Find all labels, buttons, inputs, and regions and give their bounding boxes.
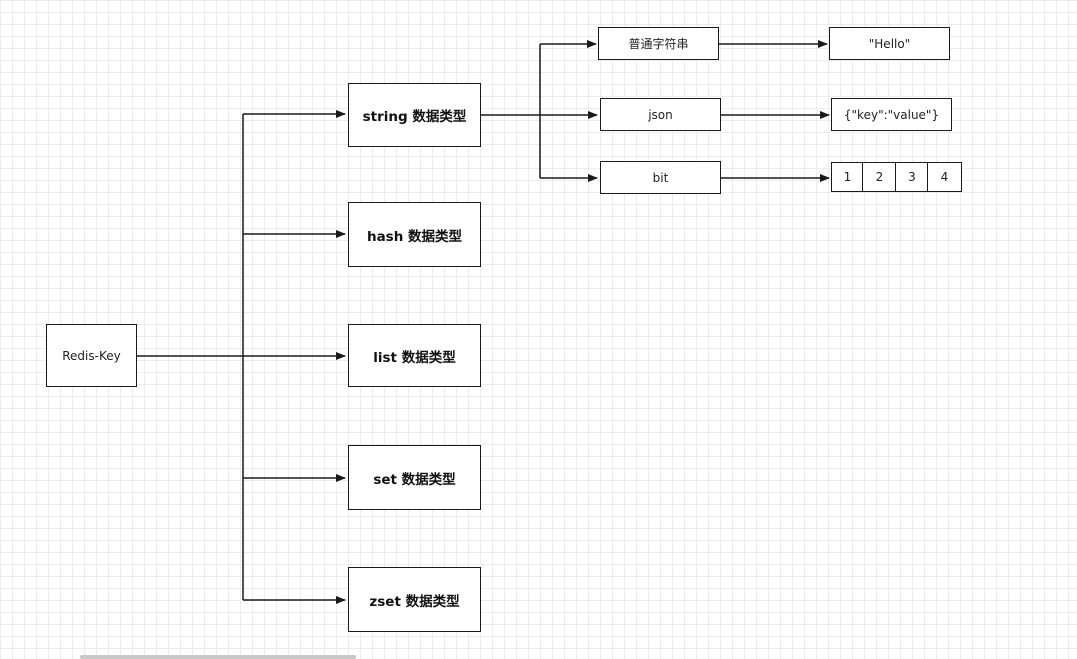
json-node[interactable]: json: [600, 98, 721, 131]
bit-cell[interactable]: 1: [831, 162, 864, 192]
bit-cell[interactable]: 3: [895, 162, 929, 192]
json-value-node[interactable]: {"key":"value"}: [831, 98, 952, 131]
bit-cell[interactable]: 2: [862, 162, 897, 192]
hello-value-node[interactable]: "Hello": [829, 27, 950, 60]
string-type-node[interactable]: string 数据类型: [348, 83, 481, 147]
bit-cell[interactable]: 4: [927, 162, 962, 192]
horizontal-scrollbar[interactable]: [80, 655, 356, 659]
zset-type-node[interactable]: zset 数据类型: [348, 567, 481, 632]
plain-string-node[interactable]: 普通字符串: [598, 27, 719, 60]
hash-type-node[interactable]: hash 数据类型: [348, 202, 481, 267]
list-type-node[interactable]: list 数据类型: [348, 324, 481, 387]
set-type-node[interactable]: set 数据类型: [348, 445, 481, 510]
redis-key-node[interactable]: Redis-Key: [46, 324, 137, 387]
bit-node[interactable]: bit: [600, 161, 721, 194]
